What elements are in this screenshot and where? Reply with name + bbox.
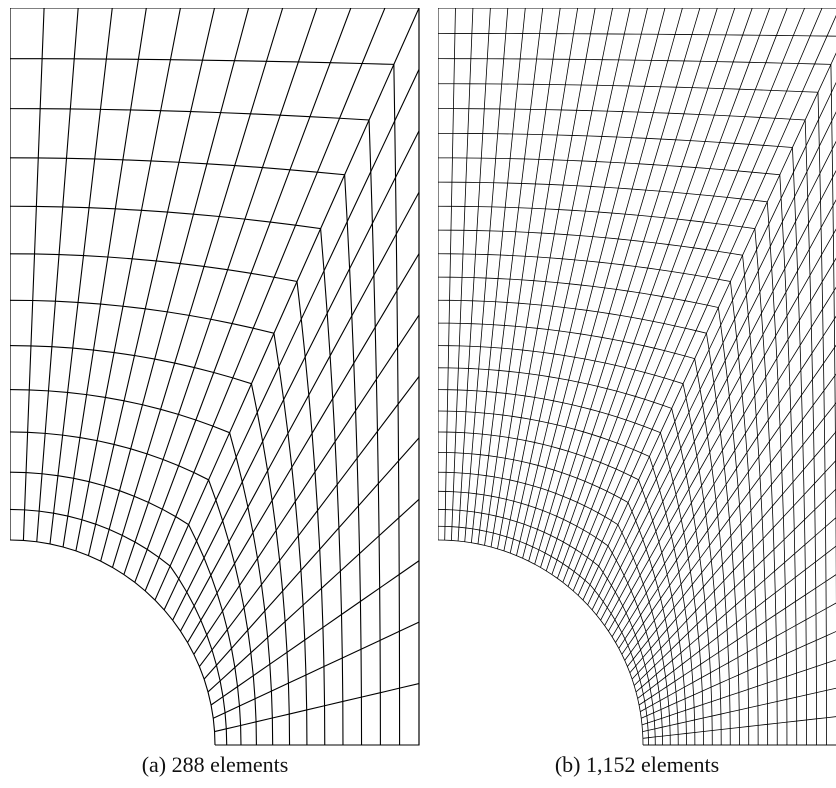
mesh-radial-line [75, 8, 181, 551]
mesh-ring-line [10, 108, 381, 746]
caption-b: (b) 1,152 elements [554, 752, 720, 777]
mesh-radial-line [36, 8, 79, 542]
mesh-ring-line [438, 490, 663, 746]
mesh-ring-line [438, 322, 731, 746]
mesh-ring-line [438, 181, 788, 746]
mesh-outer-boundary [10, 8, 420, 746]
mesh-radial-line [144, 8, 386, 592]
mesh-radial-line [214, 683, 420, 733]
mesh-ring-line [438, 132, 807, 746]
mesh-radial-line [577, 14, 836, 596]
mesh-radial-line [477, 8, 544, 544]
mesh-radial-line [596, 140, 836, 616]
mesh-ring-line [10, 389, 274, 746]
mesh-radial-line [179, 191, 420, 632]
hole-boundary [438, 539, 644, 746]
mesh-ring-line [438, 157, 798, 746]
mesh-ring-line [10, 471, 242, 746]
mesh-panel-a [10, 8, 420, 746]
mesh-radial-line [522, 8, 666, 559]
mesh-ring-line [10, 299, 308, 746]
mesh-ring-line [438, 367, 713, 746]
mesh-radial-line [567, 8, 806, 587]
mesh-radial-line [516, 8, 648, 556]
mesh-radial-line [207, 498, 420, 693]
mesh-radial-line [444, 8, 456, 541]
mesh-radial-line [134, 8, 352, 583]
mesh-radial-line [198, 376, 420, 667]
mesh-ring-line [10, 58, 401, 746]
mesh-ring-line [10, 8, 420, 745]
mesh-radial-line [464, 8, 509, 542]
mesh-radial-line [451, 8, 474, 541]
mesh-a [10, 8, 420, 746]
mesh-ring-line [10, 157, 363, 746]
mesh-ring-line [438, 389, 704, 746]
mesh-radial-line [62, 8, 147, 548]
mesh-radial-line [172, 130, 420, 621]
mesh-ring-line [10, 205, 344, 746]
mesh-radial-line [551, 8, 753, 575]
mesh-radial-line [528, 8, 683, 562]
mesh-radial-line [557, 8, 771, 579]
mesh-radial-line [540, 8, 718, 568]
mesh-ring-line [438, 345, 722, 746]
caption-a: (a) 288 elements [141, 752, 289, 777]
mesh-ring-line [438, 509, 656, 746]
mesh-radial-line [22, 8, 45, 541]
mesh-ring-line [438, 205, 778, 746]
hole-boundary [10, 539, 216, 746]
mesh-radial-line [582, 52, 836, 601]
mesh-ring-line [438, 83, 827, 746]
mesh-radial-line [484, 8, 561, 546]
mesh-radial-line [203, 437, 420, 680]
mesh-radial-line [490, 8, 579, 548]
mesh-radial-line [111, 8, 284, 568]
mesh-radial-line [213, 621, 420, 719]
mesh-ring-line [438, 33, 836, 37]
mesh-ring-line [10, 508, 228, 746]
mesh-ring-line [438, 276, 750, 746]
mesh-radial-line [545, 8, 736, 572]
mesh-ring-line [438, 410, 696, 746]
mesh-ring-line [438, 108, 817, 746]
mesh-ring-line [438, 471, 671, 746]
mesh-radial-line [49, 8, 113, 545]
mesh-radial-line [470, 8, 526, 543]
mesh-radial-line [457, 8, 491, 542]
mesh-outer-boundary [438, 8, 836, 746]
mesh-ring-line [438, 229, 769, 746]
mesh-ring-line [438, 299, 740, 746]
mesh-panel-b [438, 8, 836, 746]
mesh-radial-line [534, 8, 701, 565]
mesh-ring-line [438, 253, 759, 746]
mesh-b [438, 8, 836, 746]
mesh-ring-line [10, 253, 326, 746]
mesh-ring-line [10, 431, 257, 746]
mesh-ring-line [438, 452, 679, 746]
mesh-ring-line [438, 525, 649, 746]
mesh-ring-line [10, 345, 291, 746]
mesh-ring-line [438, 431, 687, 746]
mesh-radial-line [163, 69, 420, 611]
